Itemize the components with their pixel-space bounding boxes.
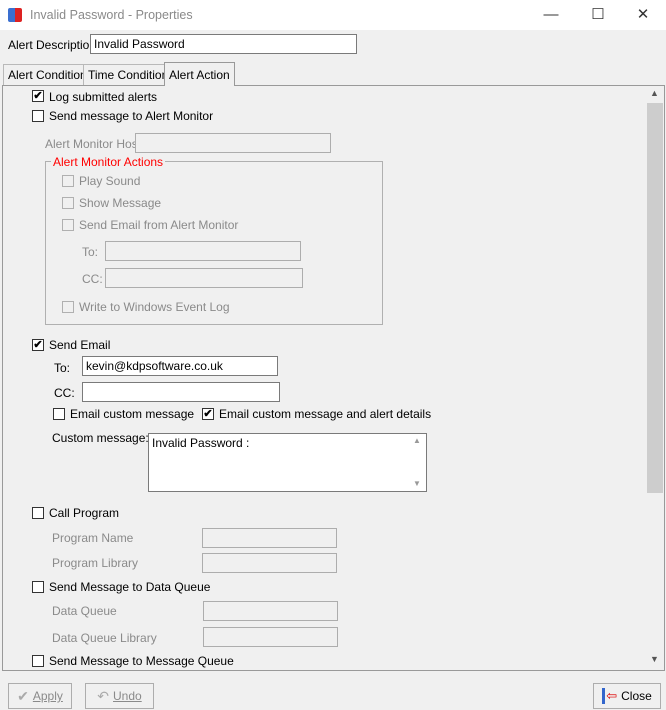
apply-label: Apply bbox=[32, 689, 63, 703]
event-log-label: Write to Windows Event Log bbox=[79, 300, 230, 314]
data-queue-label: Send Message to Data Queue bbox=[49, 580, 211, 594]
email-custom-message-checkbox[interactable] bbox=[53, 408, 65, 420]
alert-monitor-host-input[interactable] bbox=[135, 133, 331, 153]
apply-button[interactable]: ✔ Apply bbox=[8, 683, 72, 709]
close-button[interactable]: ⇦ Close bbox=[593, 683, 661, 709]
data-queue-name-label: Data Queue bbox=[52, 604, 117, 618]
email-cc-input[interactable] bbox=[82, 382, 280, 402]
monitor-cc-label: CC: bbox=[82, 272, 103, 286]
tab-alert-condition[interactable]: Alert Condition bbox=[3, 64, 92, 85]
undo-icon: ↶ bbox=[97, 687, 110, 704]
email-custom-details-label: Email custom message and alert details bbox=[219, 407, 432, 421]
custom-message-label: Custom message: bbox=[52, 431, 149, 445]
title-bar: Invalid Password - Properties — ☐ ✕ bbox=[0, 0, 666, 30]
alert-action-panel bbox=[2, 85, 665, 671]
log-submitted-checkbox[interactable]: ✔ bbox=[32, 90, 44, 102]
email-to-label: To: bbox=[54, 361, 71, 375]
alert-monitor-actions-group bbox=[45, 161, 383, 325]
maximize-button[interactable]: ☐ bbox=[591, 6, 605, 23]
program-name-input[interactable] bbox=[202, 528, 337, 548]
event-log-checkbox[interactable] bbox=[62, 301, 74, 313]
play-sound-label: Play Sound bbox=[79, 174, 141, 188]
close-window-button[interactable]: ✕ bbox=[636, 6, 650, 23]
show-message-label: Show Message bbox=[79, 196, 162, 210]
program-library-input[interactable] bbox=[202, 553, 337, 573]
send-email-alert-monitor-label: Send Email from Alert Monitor bbox=[79, 218, 239, 232]
show-message-checkbox[interactable] bbox=[62, 197, 74, 209]
tab-alert-action[interactable]: Alert Action bbox=[164, 62, 235, 86]
scroll-down-icon[interactable]: ▼ bbox=[650, 654, 659, 664]
play-sound-checkbox[interactable] bbox=[62, 175, 74, 187]
alert-description-input[interactable]: Invalid Password bbox=[90, 34, 357, 54]
monitor-to-label: To: bbox=[82, 245, 99, 259]
undo-label: Undo bbox=[113, 689, 142, 703]
email-custom-details-checkbox[interactable]: ✔ bbox=[202, 408, 214, 420]
alert-monitor-actions-legend: Alert Monitor Actions bbox=[51, 155, 166, 169]
undo-button[interactable]: ↶ Undo bbox=[85, 683, 154, 709]
textarea-scroll-down-icon[interactable]: ▼ bbox=[413, 479, 421, 488]
scrollbar[interactable]: ▲ ▼ bbox=[646, 86, 664, 669]
send-email-checkbox[interactable]: ✔ bbox=[32, 339, 44, 351]
monitor-to-input[interactable] bbox=[105, 241, 301, 261]
send-email-label: Send Email bbox=[49, 338, 111, 352]
call-program-checkbox[interactable] bbox=[32, 507, 44, 519]
data-queue-library-input[interactable] bbox=[203, 627, 338, 647]
monitor-cc-input[interactable] bbox=[105, 268, 303, 288]
minimize-button[interactable]: — bbox=[543, 6, 559, 23]
log-submitted-label: Log submitted alerts bbox=[49, 90, 158, 104]
program-name-label: Program Name bbox=[52, 531, 134, 545]
send-email-alert-monitor-checkbox[interactable] bbox=[62, 219, 74, 231]
close-label: Close bbox=[621, 689, 652, 703]
window-title: Invalid Password - Properties bbox=[30, 8, 193, 22]
exit-door-icon: ⇦ bbox=[602, 688, 617, 704]
data-queue-checkbox[interactable] bbox=[32, 581, 44, 593]
app-icon bbox=[8, 8, 22, 22]
message-queue-checkbox[interactable] bbox=[32, 655, 44, 667]
data-queue-input[interactable] bbox=[203, 601, 338, 621]
call-program-label: Call Program bbox=[49, 506, 120, 520]
email-cc-label: CC: bbox=[54, 386, 75, 400]
alert-monitor-host-label: Alert Monitor Host bbox=[45, 137, 142, 151]
tab-time-condition[interactable]: Time Condition bbox=[83, 64, 174, 85]
message-queue-label: Send Message to Message Queue bbox=[49, 654, 234, 668]
check-icon: ✔ bbox=[17, 687, 29, 704]
textarea-scroll-up-icon[interactable]: ▲ bbox=[413, 436, 421, 445]
program-library-label: Program Library bbox=[52, 556, 139, 570]
email-to-input[interactable]: kevin@kdpsoftware.co.uk bbox=[82, 356, 278, 376]
scroll-thumb[interactable] bbox=[647, 103, 663, 493]
alert-description-label: Alert Description bbox=[8, 38, 97, 52]
scroll-up-icon[interactable]: ▲ bbox=[650, 88, 659, 98]
send-alert-monitor-checkbox[interactable] bbox=[32, 110, 44, 122]
send-alert-monitor-label: Send message to Alert Monitor bbox=[49, 109, 214, 123]
custom-message-textarea[interactable]: Invalid Password : bbox=[148, 433, 427, 492]
data-queue-library-label: Data Queue Library bbox=[52, 631, 157, 645]
email-custom-message-label: Email custom message bbox=[70, 407, 195, 421]
